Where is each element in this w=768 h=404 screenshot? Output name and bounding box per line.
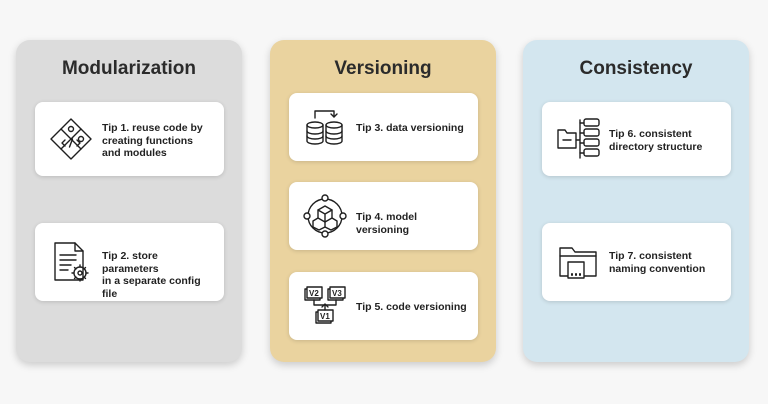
tip-3-label: Tip 3. data versioning — [356, 122, 464, 134]
tip-card-7: Tip 7. consistent naming convention — [542, 223, 731, 301]
version-v2-label: V2 — [309, 289, 319, 298]
tip-5-label: Tip 5. code versioning — [356, 301, 467, 313]
code-versions-icon: V2 V3 V1 — [304, 286, 346, 324]
tip-card-2: Tip 2. store parameters in a separate co… — [35, 223, 224, 301]
puzzle-code-icon — [50, 118, 92, 160]
column-title: Versioning — [334, 58, 432, 79]
tip-card-3: Tip 3. data versioning — [289, 93, 478, 161]
tip-7-label: Tip 7. consistent naming convention — [609, 250, 706, 275]
column-consistency: Consistency Tip 6. consistent directory … — [523, 40, 749, 362]
config-file-gear-icon — [54, 242, 89, 282]
tip-card-6: Tip 6. consistent directory structure — [542, 102, 731, 176]
tip-6-label: Tip 6. consistent directory structure — [609, 128, 703, 153]
column-modularization: Modularization Tip 1. reuse code by crea… — [16, 40, 242, 362]
tip-card-1: Tip 1. reuse code by creating functions … — [35, 102, 224, 176]
column-versioning: Versioning Tip 3. data versioning Tip 4.… — [270, 40, 496, 362]
tip-1-label: Tip 1. reuse code by creating functions … — [102, 122, 203, 159]
column-title: Modularization — [61, 58, 197, 79]
model-cube-icon — [303, 194, 347, 238]
version-v1-label: V1 — [320, 312, 330, 321]
tip-2-label: Tip 2. store parameters in a separate co… — [102, 250, 201, 300]
tip-card-4: Tip 4. model versioning — [289, 182, 478, 250]
version-v3-label: V3 — [332, 289, 342, 298]
tip-card-5: V2 V3 V1 Tip 5. code versioning — [289, 272, 478, 340]
column-title: Consistency — [579, 58, 693, 79]
folder-tree-icon — [557, 118, 600, 159]
database-sync-icon — [306, 110, 343, 145]
folder-file-icon — [559, 247, 597, 279]
tip-4-label: Tip 4. model versioning — [356, 211, 418, 236]
